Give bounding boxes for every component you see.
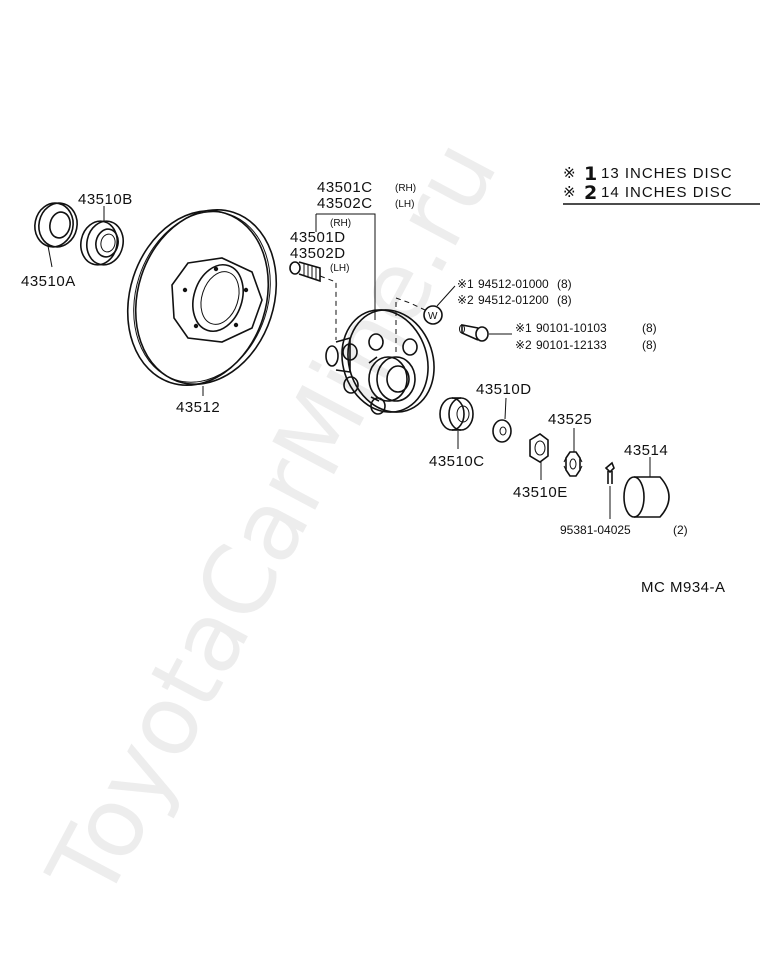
legend-marker-1: ※	[563, 165, 577, 182]
washer-mark: W	[428, 311, 438, 322]
label-screw1: 90101-10103	[536, 321, 607, 335]
label-bolt1-qty: (8)	[557, 277, 572, 291]
oil-seal-43510a	[34, 202, 78, 268]
label-43510c: 43510C	[429, 453, 485, 470]
legend: ※ 1 13 INCHES DISC ※ 2 14 INCHES DISC	[563, 163, 760, 205]
label-bolt1: 94512-01000	[478, 277, 549, 291]
legend-marker-2: ※	[563, 184, 577, 201]
axle-hub-43501c	[325, 309, 435, 415]
label-43502d: 43502D	[290, 245, 346, 262]
hub-bolt-43501d	[289, 261, 321, 283]
legend-num-2: 2	[584, 182, 597, 204]
bearing-43510b	[80, 206, 124, 266]
label-bolt1-mark: ※1	[457, 277, 474, 291]
label-cotter-pin-qty: (2)	[673, 523, 688, 537]
bearing-43510c	[439, 397, 474, 449]
label-bolt2-qty: (8)	[557, 293, 572, 307]
label-43501d: 43501D	[290, 229, 346, 246]
label-screw1-mark: ※1	[515, 321, 532, 335]
label-43512: 43512	[176, 399, 220, 416]
label-screw1-qty: (8)	[642, 321, 657, 335]
brake-disc-43512	[126, 208, 278, 396]
label-cotter-pin: 95381-04025	[560, 523, 631, 537]
label-screw2-qty: (8)	[642, 338, 657, 352]
legend-text-1: 13 INCHES DISC	[601, 165, 733, 182]
label-43510a: 43510A	[21, 273, 76, 290]
label-bolt2: 94512-01200	[478, 293, 549, 307]
label-43510b: 43510B	[78, 191, 133, 208]
label-43501d-side: (RH)	[330, 218, 351, 229]
label-bolt2-mark: ※2	[457, 293, 474, 307]
legend-num-1: 1	[584, 163, 597, 185]
grease-cap-43514	[623, 457, 670, 518]
watermark: ToyotaCarMine.ru	[26, 123, 519, 917]
diagram-code: MC M934-A	[641, 579, 726, 596]
label-43502c-side: (LH)	[395, 199, 414, 210]
label-43510d: 43510D	[476, 381, 532, 398]
label-screw2: 90101-12133	[536, 338, 607, 352]
label-43501c-side: (RH)	[395, 183, 416, 194]
label-43510e: 43510E	[513, 484, 568, 501]
washer-43510d	[492, 397, 512, 443]
label-43502c: 43502C	[317, 195, 373, 212]
lock-cap-43525	[563, 428, 583, 477]
label-screw2-mark: ※2	[515, 338, 532, 352]
nut-43510e	[529, 433, 549, 480]
label-43514: 43514	[624, 442, 668, 459]
legend-text-2: 14 INCHES DISC	[601, 184, 733, 201]
label-43501c: 43501C	[317, 179, 373, 196]
label-43525: 43525	[548, 411, 592, 428]
hub-screw	[459, 324, 489, 342]
cotter-pin	[604, 461, 615, 519]
label-43502d-side: (LH)	[330, 263, 349, 274]
washer: W	[423, 305, 443, 325]
